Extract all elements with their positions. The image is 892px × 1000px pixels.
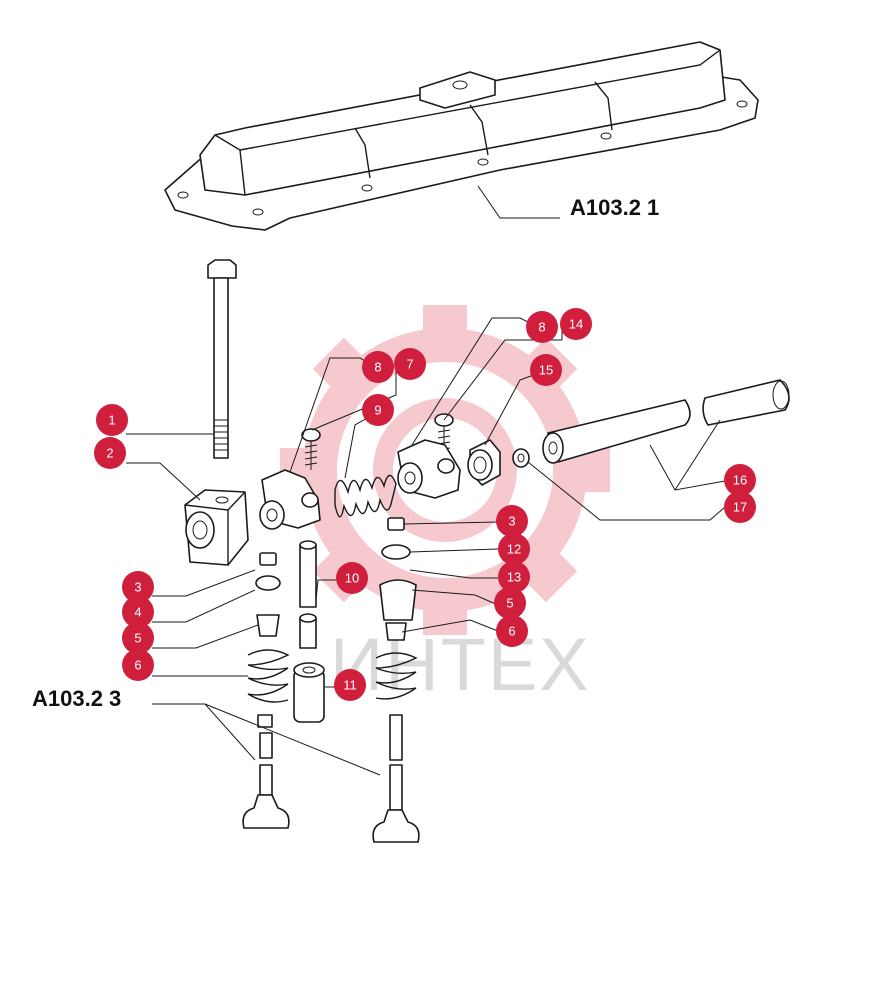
svg-text:17: 17	[733, 500, 747, 515]
svg-text:1: 1	[108, 413, 115, 428]
callout-3-right: 3	[496, 505, 528, 537]
svg-text:10: 10	[345, 571, 359, 586]
svg-text:8: 8	[538, 320, 545, 335]
callout-11: 11	[334, 669, 366, 701]
watermark: ИНТЕХ	[280, 305, 610, 706]
callout-13: 13	[498, 561, 530, 593]
svg-text:9: 9	[374, 403, 381, 418]
callout-15: 15	[530, 354, 562, 386]
rocker-arm-right	[397, 439, 461, 499]
svg-text:13: 13	[507, 570, 521, 585]
callout-16: 16	[724, 464, 756, 496]
bolt	[207, 259, 237, 459]
shaft-spring	[334, 474, 397, 518]
svg-text:2: 2	[106, 446, 113, 461]
callout-2: 2	[94, 437, 126, 469]
svg-text:15: 15	[539, 363, 553, 378]
callout-5-left: 5	[122, 622, 154, 654]
tappet	[293, 662, 325, 723]
rocker-shaft	[542, 379, 790, 464]
callout-4: 4	[122, 596, 154, 628]
svg-text:3: 3	[134, 580, 141, 595]
valve-cover	[164, 41, 759, 231]
svg-text:7: 7	[406, 357, 413, 372]
valves-reference-label: A103.2 3	[32, 686, 121, 711]
callout-3-left: 3	[122, 571, 154, 603]
svg-text:14: 14	[569, 317, 583, 332]
adjusting-screw-left	[301, 428, 321, 470]
svg-text:3: 3	[508, 514, 515, 529]
svg-text:12: 12	[507, 542, 521, 557]
shaft-bushing	[467, 439, 501, 486]
watermark-gear-icon	[280, 305, 610, 635]
callout-9: 9	[362, 394, 394, 426]
svg-text:5: 5	[506, 596, 513, 611]
callout-6-right: 6	[496, 615, 528, 647]
callout-1: 1	[96, 404, 128, 436]
callout-17: 17	[724, 491, 756, 523]
svg-text:4: 4	[134, 605, 141, 620]
svg-text:5: 5	[134, 631, 141, 646]
svg-text:8: 8	[374, 360, 381, 375]
cover-reference-label: A103.2 1	[570, 195, 659, 220]
callout-12: 12	[498, 533, 530, 565]
valve-stack-right	[372, 517, 420, 843]
leader-lines	[126, 317, 726, 776]
svg-text:6: 6	[134, 658, 141, 673]
callout-8-left: 8	[362, 351, 394, 383]
callout-14: 14	[560, 308, 592, 340]
valve-stack-left	[242, 552, 290, 829]
callout-7: 7	[394, 348, 426, 380]
shaft-spacer	[512, 448, 530, 468]
pushrod	[299, 540, 317, 649]
svg-text:16: 16	[733, 473, 747, 488]
callouts: 1 2 3 4 5 6 8 7 9 10 11 8 14 15 3 12 13 …	[94, 308, 756, 701]
rocker-arm-left	[259, 469, 321, 530]
svg-text:6: 6	[508, 624, 515, 639]
callout-6-left: 6	[122, 649, 154, 681]
callout-8-right: 8	[526, 311, 558, 343]
callout-5-right: 5	[494, 587, 526, 619]
rocker-support	[184, 489, 249, 566]
svg-text:11: 11	[343, 678, 357, 693]
callout-10: 10	[336, 562, 368, 594]
watermark-text: ИНТЕХ	[330, 623, 591, 706]
